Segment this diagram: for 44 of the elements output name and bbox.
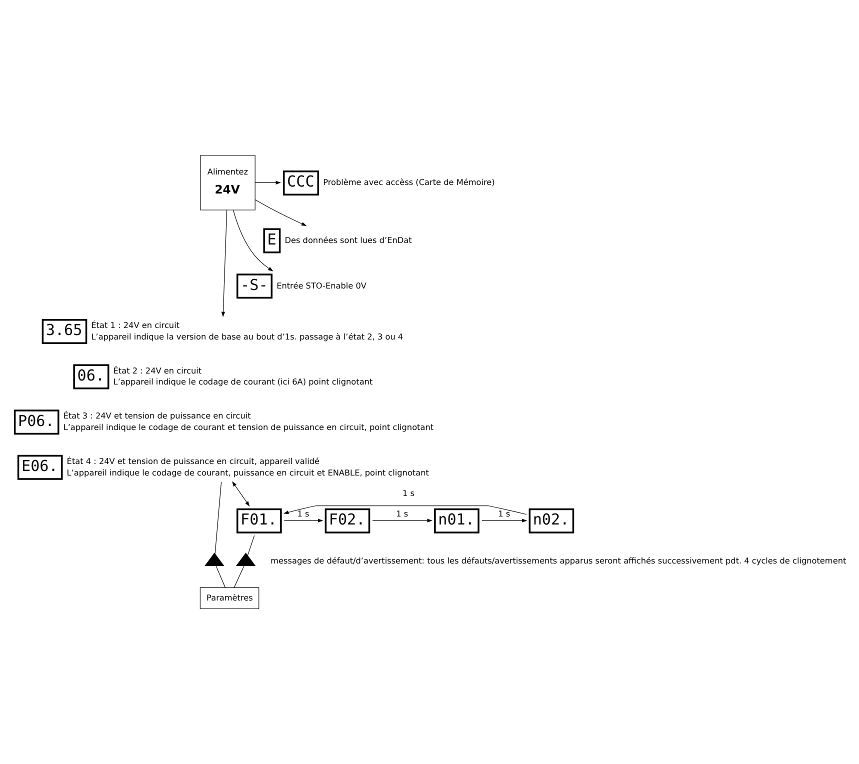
- node-label: L’appareil indique la version de base au bout d’1s. passage à l’état 2, 3 ou 4: [90, 331, 403, 342]
- arrow: [372, 518, 432, 522]
- edge-label: 1 s: [296, 508, 309, 519]
- node-box: F01.: [236, 508, 282, 534]
- arrow: [220, 210, 227, 318]
- connector: [233, 566, 244, 588]
- node-box: E06.: [16, 454, 62, 480]
- arrow: [254, 200, 306, 226]
- node-box: 3.65: [41, 318, 87, 344]
- arrow: [254, 180, 280, 185]
- node-label: Entrée STO-Enable 0V: [276, 280, 366, 290]
- node-box: n01.: [434, 508, 479, 534]
- node-label: L’appareil indique le codage de courant et tension de puissance en circuit, point clignotant: [62, 422, 434, 432]
- edge-label: 1 s: [498, 508, 510, 519]
- connector: [214, 482, 222, 554]
- node-label: Des données sont lues d’EnDat: [284, 234, 412, 245]
- node-label: L’appareil indique le codage de courant, puissance en circuit et ENABLE, point clignotant: [66, 467, 428, 478]
- node-label: Problème avec accèss (Carte de Mémoire): [322, 177, 494, 188]
- node-box: Alimentez 24V: [200, 155, 255, 210]
- node-box: n02.: [528, 508, 574, 534]
- node-box: E: [262, 228, 280, 254]
- edge-label: 1 s: [402, 488, 414, 498]
- edge-label: 1 s: [396, 508, 408, 519]
- connector: [215, 566, 226, 588]
- node-box: P06.: [13, 410, 59, 435]
- arrow: [481, 518, 527, 522]
- node-box: CCC: [282, 170, 319, 196]
- node-box: 06.: [72, 364, 109, 390]
- arrow: [283, 518, 323, 522]
- label: messages de défaut/d’avertissement: tous les défauts/avertissements apparus seront affichés successivement pdt. 4 cycles de clignotement: [270, 556, 846, 566]
- node-triangle: [204, 552, 224, 566]
- node-label: État 3 : 24V et tension de puissance en circuit: [62, 410, 250, 421]
- arrow: [282, 505, 526, 515]
- node-label: État 4 : 24V et tension de puissance en circuit, appareil validé: [66, 456, 320, 466]
- node-triangle: [235, 552, 256, 566]
- node-label: L’appareil indique le codage de courant (ici 6A) point clignotant: [112, 376, 372, 387]
- connector: [246, 535, 254, 556]
- node-label: État 1 : 24V en circuit: [90, 320, 180, 330]
- node-box: -S-: [236, 274, 272, 299]
- node-label: État 2 : 24V en circuit: [112, 365, 202, 376]
- node-box: F02.: [324, 508, 370, 534]
- node-box: Paramètres: [199, 587, 259, 609]
- arrow: [232, 210, 273, 272]
- arrow: [232, 481, 250, 506]
